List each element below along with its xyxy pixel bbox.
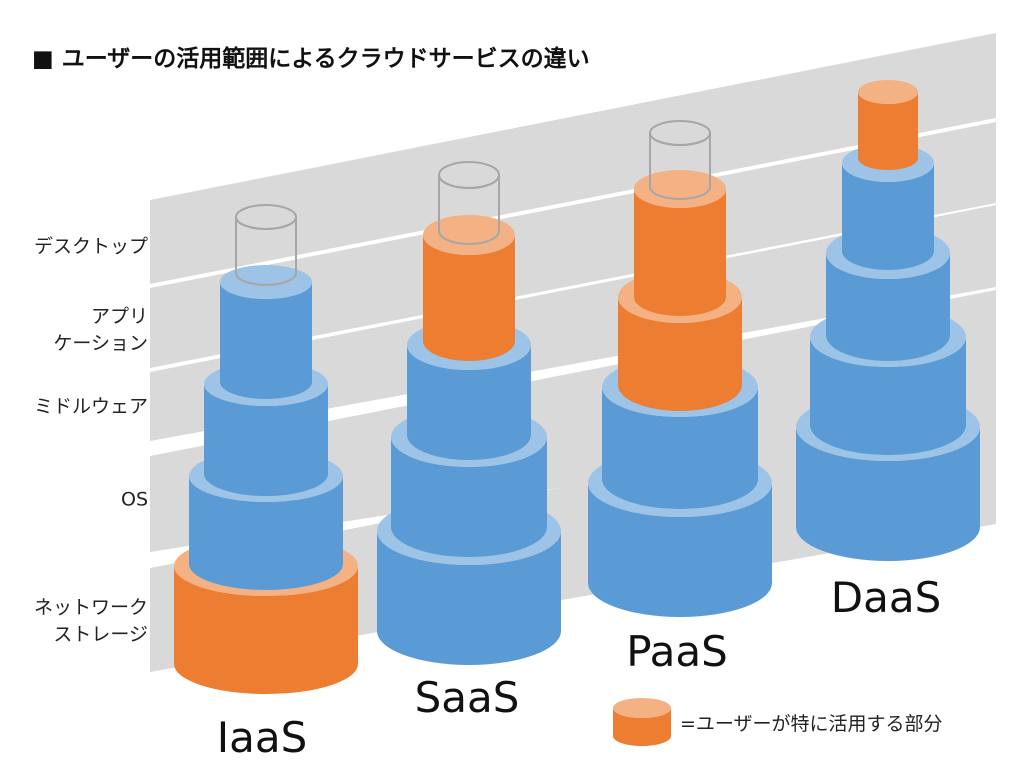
layer-label-application: ケーション [53, 333, 148, 355]
legend-cylinder-side [613, 708, 671, 746]
tier-paas-os-side [602, 387, 758, 509]
tier-paas-application [634, 170, 726, 316]
legend: =ユーザーが特に活用する部分 [613, 698, 943, 746]
stack-saas [377, 161, 561, 665]
layer-label-application: アプリ [91, 306, 148, 328]
tier-iaas-application [220, 265, 312, 399]
service-labels: IaaS SaaS PaaS DaaS [217, 573, 942, 762]
tier-saas-application-side [423, 235, 515, 361]
tier-iaas-application-side [220, 282, 312, 399]
legend-label: =ユーザーが特に活用する部分 [680, 713, 943, 735]
tier-saas-desktop-top [438, 161, 500, 189]
layer-bands [150, 33, 996, 672]
stack-daas [796, 80, 980, 561]
layer-label-desktop: デスクトップ [34, 236, 148, 258]
layer-label-middleware: ミドルウェア [34, 396, 148, 418]
layer-band-network [150, 403, 996, 672]
tier-paas-middleware-side [618, 297, 742, 411]
service-label-iaas: IaaS [217, 713, 308, 762]
service-label-paas: PaaS [626, 627, 728, 676]
layer-label-network: ストレージ [53, 624, 148, 646]
legend-swatch [613, 698, 671, 746]
tier-saas-network-side [377, 531, 561, 665]
service-stacks [174, 80, 980, 694]
legend-cylinder-top [613, 698, 671, 718]
tier-paas-network-side [588, 483, 772, 617]
layer-label-os: OS [121, 489, 148, 511]
tier-iaas-desktop [235, 204, 297, 286]
tier-daas-middleware-side [826, 253, 950, 361]
tier-saas-os-side [391, 437, 547, 557]
layer-band-os [150, 290, 996, 552]
legend-cylinder [613, 698, 671, 746]
tier-iaas-application-top [220, 265, 312, 299]
layer-band-application [150, 122, 996, 368]
layer-band-desktop [150, 33, 996, 284]
tier-iaas-network-side [174, 566, 358, 694]
tier-paas-desktop-top [649, 120, 711, 146]
layer-band-middleware [150, 205, 996, 441]
tier-paas-desktop [649, 120, 711, 200]
tier-saas-desktop [438, 161, 500, 245]
service-label-daas: DaaS [831, 573, 941, 622]
tier-iaas-desktop-top [235, 204, 297, 230]
tier-saas-application [423, 215, 515, 361]
tier-daas-desktop-top [858, 80, 918, 104]
tier-saas-middleware-side [407, 345, 531, 460]
tier-daas-desktop [858, 80, 918, 170]
stack-iaas [174, 204, 358, 694]
tier-paas-application-side [634, 189, 726, 316]
service-label-saas: SaaS [415, 673, 520, 722]
stack-paas [588, 120, 772, 617]
layer-label-network: ネットワーク [34, 597, 148, 619]
tier-daas-desktop-side [858, 92, 918, 170]
tier-daas-os-side [810, 337, 966, 455]
tier-daas-application-side [842, 163, 934, 270]
tier-iaas-os-side [189, 476, 343, 590]
tier-iaas-middleware-side [204, 384, 328, 496]
tier-saas-application-top [423, 215, 515, 255]
diagram-title: ■ ユーザーの活用範囲によるクラウドサービスの違い [32, 45, 590, 72]
tier-daas-network-side [796, 427, 980, 561]
tier-paas-application-top [634, 170, 726, 208]
